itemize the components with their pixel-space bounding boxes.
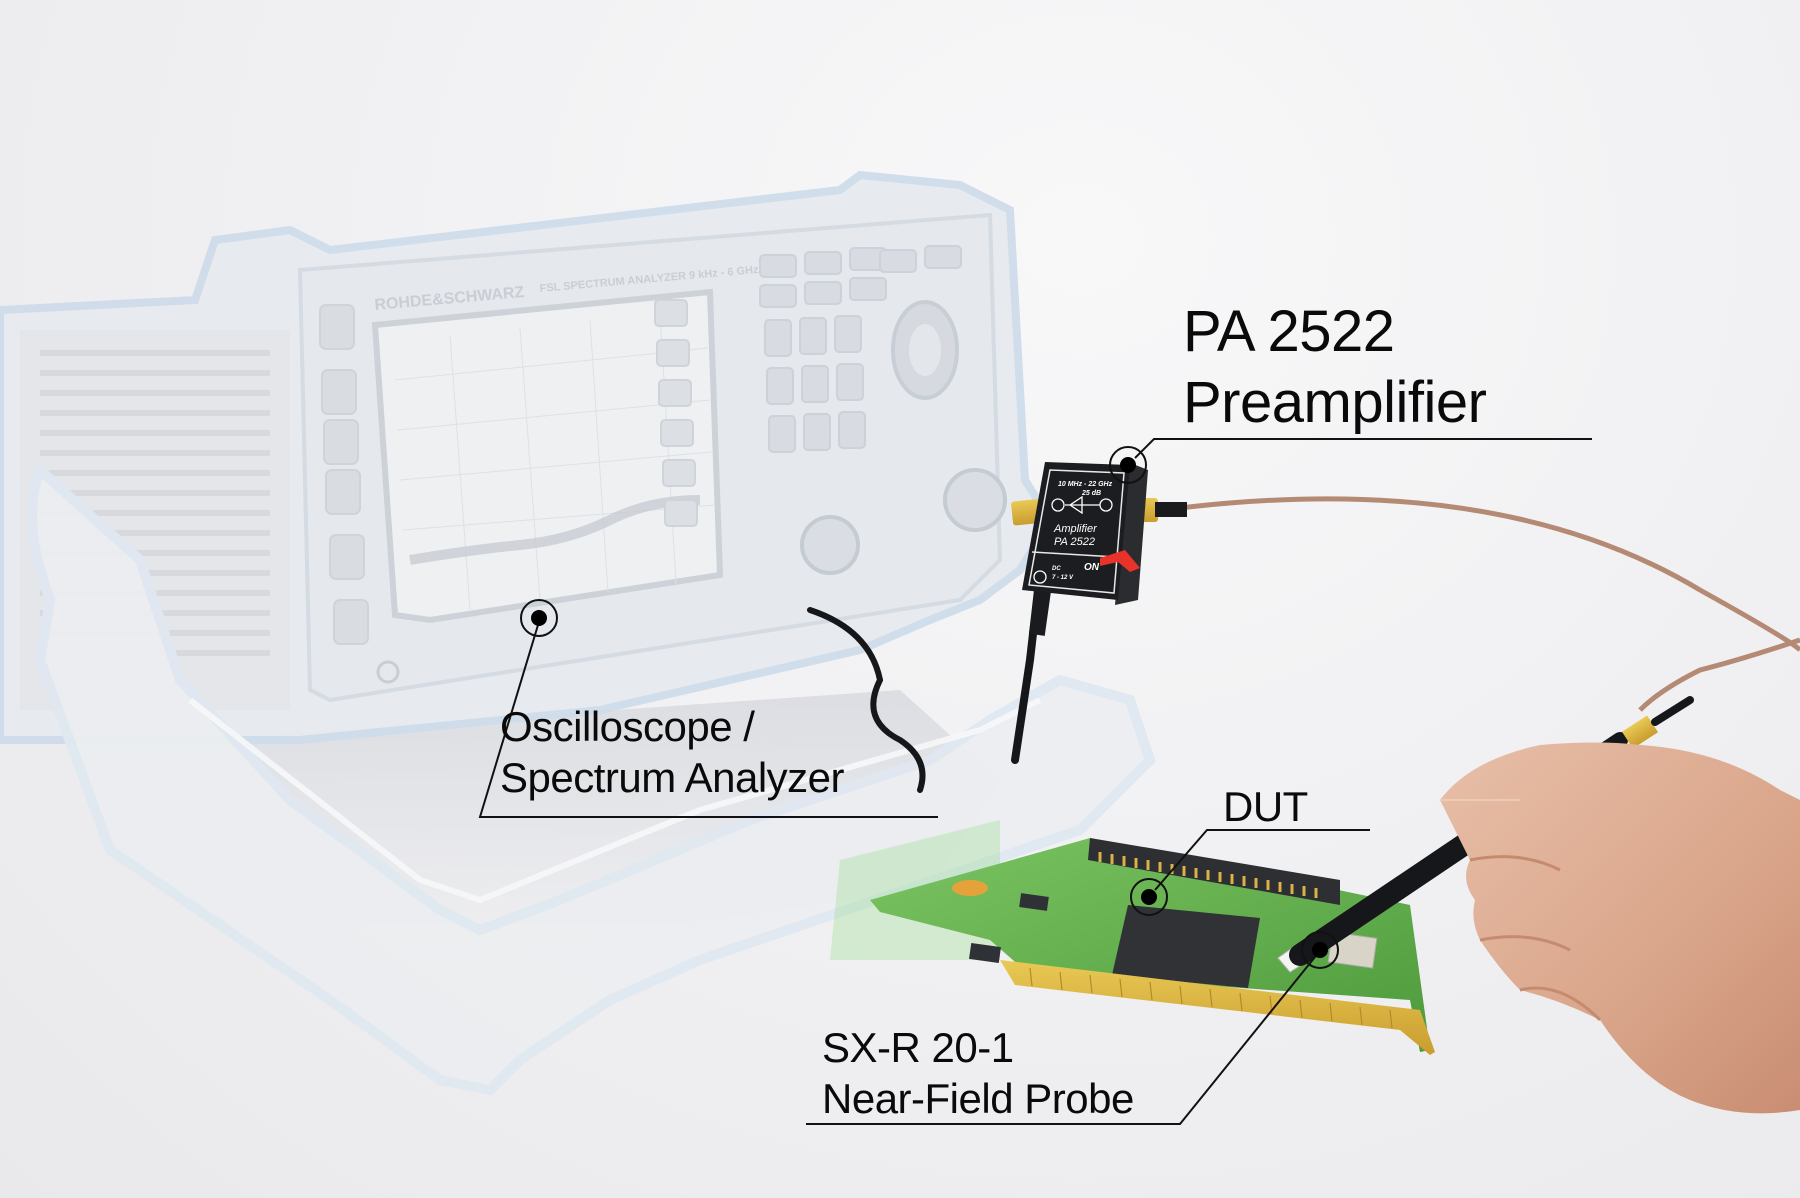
analyzer-marker [520,599,558,637]
amplifier-device: 10 MHz - 22 GHz 25 dB Amplifier PA 2522 … [1011,462,1187,605]
on-indicator-stripe [1100,550,1140,572]
preamplifier-callout-type: Preamplifier [1183,370,1487,435]
amp-voltage-label: 7 - 12 V [1052,575,1074,581]
coax-cable-top [1179,496,1800,652]
amp-freq-label: 10 MHz - 22 GHz [1058,481,1113,488]
amp-gain-label: 25 dB [1081,490,1101,497]
analyzer-callout-line1: Oscilloscope / [500,703,755,750]
probe-callout-type: Near-Field Probe [822,1075,1134,1122]
probe-callout-model: SX-R 20-1 [822,1024,1014,1071]
amp-dc-label: DC [1052,566,1061,572]
preamp-marker [1109,446,1147,484]
amp-on-label: ON [1084,562,1100,573]
main-ic-chip [1112,905,1260,988]
power-cable [807,607,926,793]
amp-name-line1: Amplifier [1053,523,1098,535]
coax-cable-probe [1638,637,1800,712]
analyzer-callout-line2: Spectrum Analyzer [500,754,845,801]
hand [1440,742,1800,1114]
pcb-dut [870,838,1435,1055]
dut-callout: DUT [1223,783,1308,830]
amp-name-line2: PA 2522 [1054,536,1095,548]
dut-marker [1130,878,1168,916]
spectrum-analyzer: ROHDE&SCHWARZ FSL SPECTRUM ANALYZER 9 kH… [0,170,1156,1096]
probe-marker [1301,931,1339,969]
preamplifier-callout-model: PA 2522 [1183,299,1395,364]
